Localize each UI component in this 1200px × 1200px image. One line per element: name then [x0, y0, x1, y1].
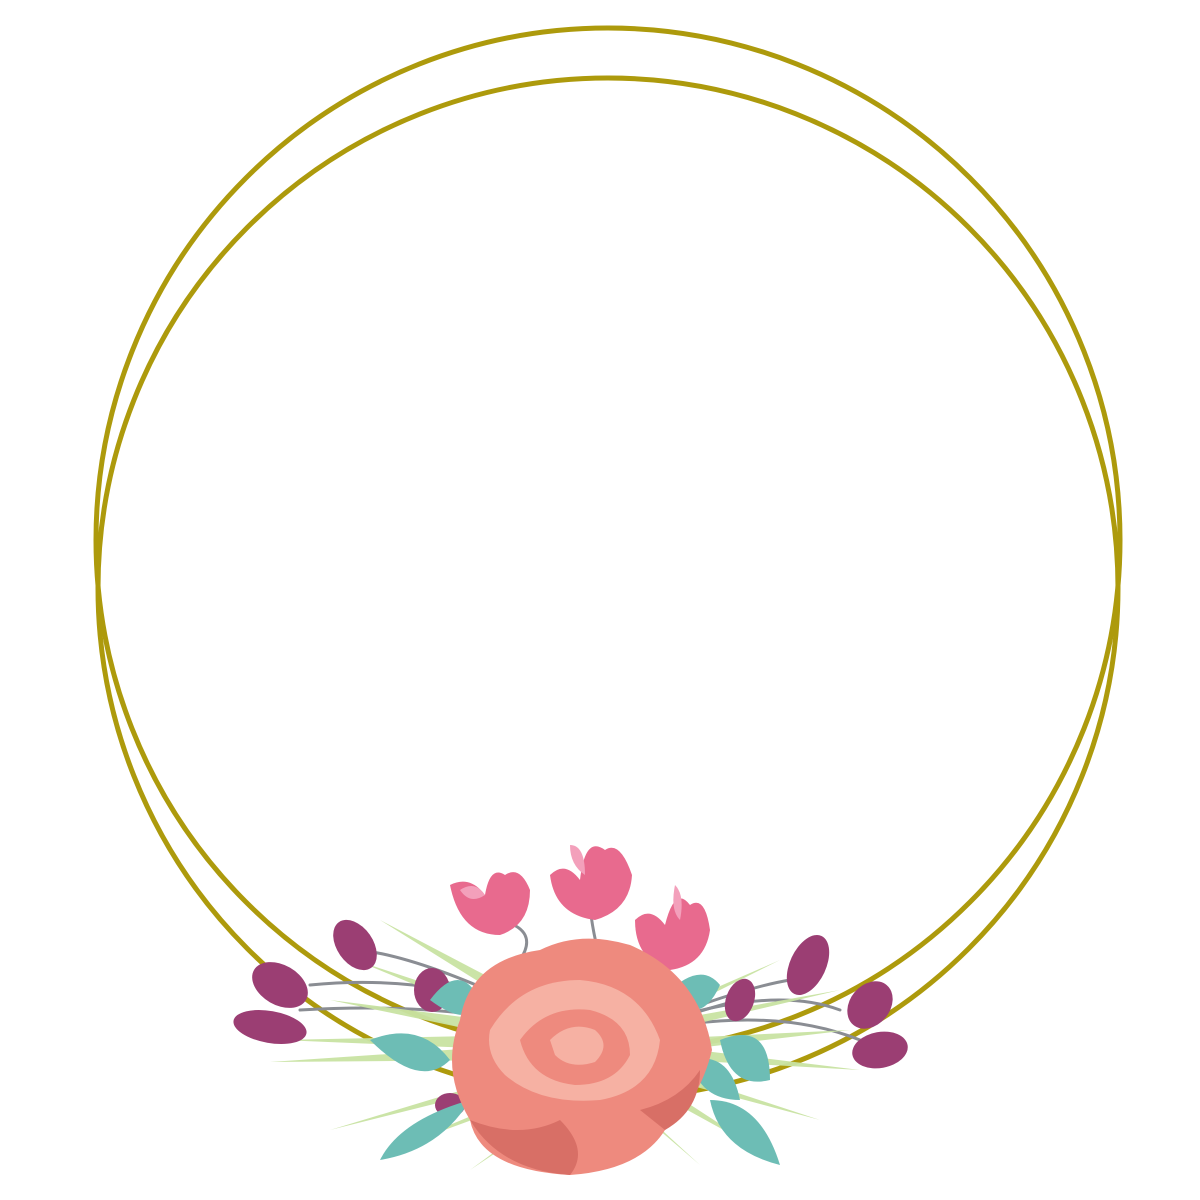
tulip-icon [450, 845, 710, 970]
ring-frame [93, 25, 1123, 1101]
bouquet [233, 845, 908, 1175]
rose-icon [452, 938, 712, 1175]
berry-icon [233, 919, 908, 1117]
